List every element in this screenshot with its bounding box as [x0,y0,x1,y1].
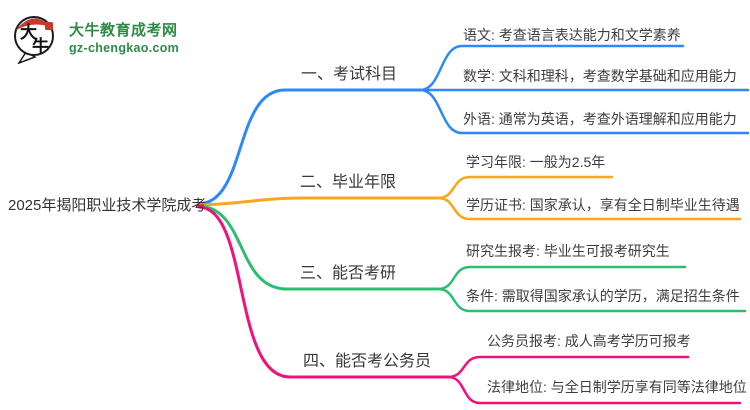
brand-name: 大牛教育成考网 [69,22,178,39]
branch1-child3-line [418,88,750,135]
branch2-child1-label: 学习年限: 一般为2.5年 [466,154,606,170]
branch4-trunk-line [197,205,450,379]
brand-domain: gz-chengkao.com [69,41,180,55]
branch4-label: 四、能否考公务员 [303,353,432,370]
branch2-child1-line [436,175,614,200]
root-node-label: 2025年揭阳职业技术学院成考 [8,197,207,214]
branch4-child2-line [446,375,742,405]
branch2-child2-line [436,196,742,221]
svg-text:牛: 牛 [32,36,49,56]
svg-text:大: 大 [20,22,37,42]
branch1-child1-line [418,44,685,92]
branch1-child3-label: 外语: 通常为英语，考查外语理解和应用能力 [463,111,737,127]
branch1-child1-label: 语文: 考查语言表达能力和文学素养 [463,27,681,43]
branch4-child1-label: 公务员报考: 成人高考学历可报考 [487,333,691,349]
branch2-label: 二、毕业年限 [300,174,397,191]
daniu-logo-icon: 大 牛 [14,16,54,64]
branch3-child1-line [436,265,687,291]
branch2-child2-label: 学历证书: 国家承认，享有全日制毕业生待遇 [466,197,740,213]
branch1-child2-label: 数学: 文科和理科，考查数学基础和应用能力 [463,68,737,84]
branch2-trunk-line [197,196,440,207]
branch4-child2-label: 法律地位: 与全日制学历享有同等法律地位 [487,379,747,395]
branch1-trunk-line [197,88,422,206]
branch3-trunk-line [197,204,440,291]
branch3-child2-line [436,287,747,313]
branch4-child1-line [446,355,690,379]
branch3-child1-label: 研究生报考: 毕业生可报考研究生 [466,243,670,259]
branch3-label: 三、能否考研 [300,265,397,282]
site-logo: 大 牛 大牛教育成考网 gz-chengkao.com [12,10,252,66]
branch1-label: 一、考试科目 [301,66,398,83]
branch3-child2-label: 条件: 需取得国家承认的学历，满足招生条件 [466,288,740,304]
